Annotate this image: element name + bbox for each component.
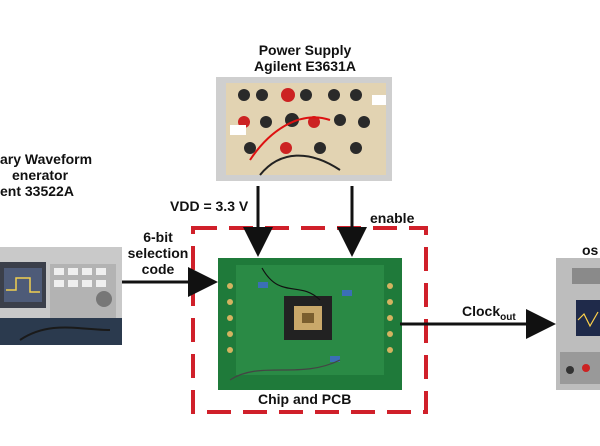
selection-code-label: 6-bit selection code <box>120 229 196 277</box>
chip-pcb-photo <box>218 258 402 390</box>
power-supply-photo <box>216 77 392 181</box>
selection-code-line2: selection <box>127 245 189 261</box>
enable-label: enable <box>370 210 415 226</box>
selection-code-line1: 6-bit <box>143 229 173 245</box>
chip-boundary-dashed-box <box>191 226 428 414</box>
selection-code-line3: code <box>141 261 175 277</box>
oscilloscope-photo <box>556 258 600 390</box>
waveform-generator-line1: ary Waveform <box>0 151 93 167</box>
waveform-generator-line3: ent 33522A <box>0 183 74 199</box>
clock-out-main: Clock <box>462 303 501 319</box>
chip-pcb-label: Chip and PCB <box>258 391 352 407</box>
vdd-label: VDD = 3.3 V <box>170 198 249 214</box>
power-supply-label: Power Supply Agilent E3631A <box>220 42 390 74</box>
power-supply-model: Agilent E3631A <box>254 58 356 74</box>
clock-out-subscript: out <box>500 311 516 323</box>
clock-out-label: Clockout <box>462 303 516 326</box>
power-supply-title: Power Supply <box>258 42 352 58</box>
oscilloscope-label-partial: os <box>582 242 599 258</box>
waveform-generator-label: ary Waveform enerator ent 33522A <box>0 151 92 199</box>
waveform-generator-line2: enerator <box>12 167 69 183</box>
waveform-generator-photo <box>0 247 122 345</box>
